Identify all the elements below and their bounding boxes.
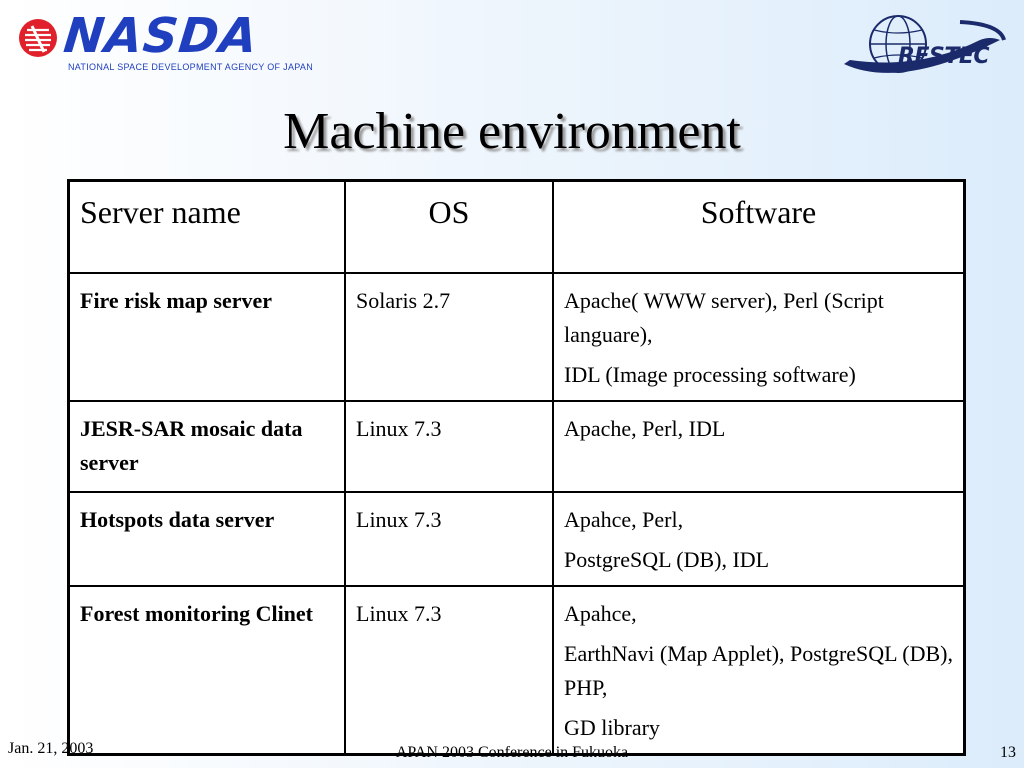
machine-environment-table: Server name OS Software Fire risk map se…: [67, 179, 966, 756]
software-line: GD library: [564, 715, 660, 740]
table-header-row: Server name OS Software: [67, 179, 966, 274]
header-software: Software: [552, 179, 966, 274]
software-line: EarthNavi (Map Applet), PostgreSQL (DB),…: [564, 641, 954, 700]
server-name-cell: Hotspots data server: [67, 491, 346, 587]
os-cell: Linux 7.3: [344, 491, 554, 587]
software-line: Apahce,: [564, 601, 637, 626]
table-row: JESR-SAR mosaic data server Linux 7.3 Ap…: [67, 400, 966, 493]
server-name-cell: Forest monitoring Clinet: [67, 585, 346, 756]
software-cell: Apahce, EarthNavi (Map Applet), PostgreS…: [552, 585, 966, 756]
software-cell: Apache( WWW server), Perl (Script langua…: [552, 272, 966, 402]
nasda-subtitle: NATIONAL SPACE DEVELOPMENT AGENCY OF JAP…: [68, 62, 313, 72]
server-name-cell: Fire risk map server: [67, 272, 346, 402]
footer-date: Jan. 21, 2003: [8, 740, 94, 757]
os-cell: Solaris 2.7: [344, 272, 554, 402]
table-row: Hotspots data server Linux 7.3 Apahce, P…: [67, 491, 966, 587]
software-line: IDL (Image processing software): [564, 362, 856, 387]
software-line: Apache( WWW server), Perl (Script langua…: [564, 288, 884, 347]
nasda-wordmark: NASDA: [61, 8, 261, 64]
restec-wordmark: RESTEC: [898, 44, 990, 69]
header-server-name: Server name: [67, 179, 346, 274]
table-row: Fire risk map server Solaris 2.7 Apache(…: [67, 272, 966, 402]
restec-logo: RESTEC: [840, 10, 1010, 80]
software-cell: Apahce, Perl, PostgreSQL (DB), IDL: [552, 491, 966, 587]
page-number: 13: [1000, 744, 1016, 761]
server-name-cell: JESR-SAR mosaic data server: [67, 400, 346, 493]
footer-conference: APAN 2003 Conference in Fukuoka: [395, 744, 629, 761]
software-line: PostgreSQL (DB), IDL: [564, 547, 770, 572]
slide-title: Machine environment: [283, 103, 741, 160]
os-cell: Linux 7.3: [344, 585, 554, 756]
nasda-logo: NASDA NATIONAL SPACE DEVELOPMENT AGENCY …: [16, 8, 346, 76]
software-line: Apahce, Perl,: [564, 507, 684, 532]
software-cell: Apache, Perl, IDL: [552, 400, 966, 493]
software-line: Apache, Perl, IDL: [564, 416, 726, 441]
table-row: Forest monitoring Clinet Linux 7.3 Apahc…: [67, 585, 966, 756]
globe-icon: [844, 15, 1006, 73]
header-os: OS: [344, 179, 554, 274]
os-cell: Linux 7.3: [344, 400, 554, 493]
nasda-emblem-icon: [19, 19, 57, 57]
